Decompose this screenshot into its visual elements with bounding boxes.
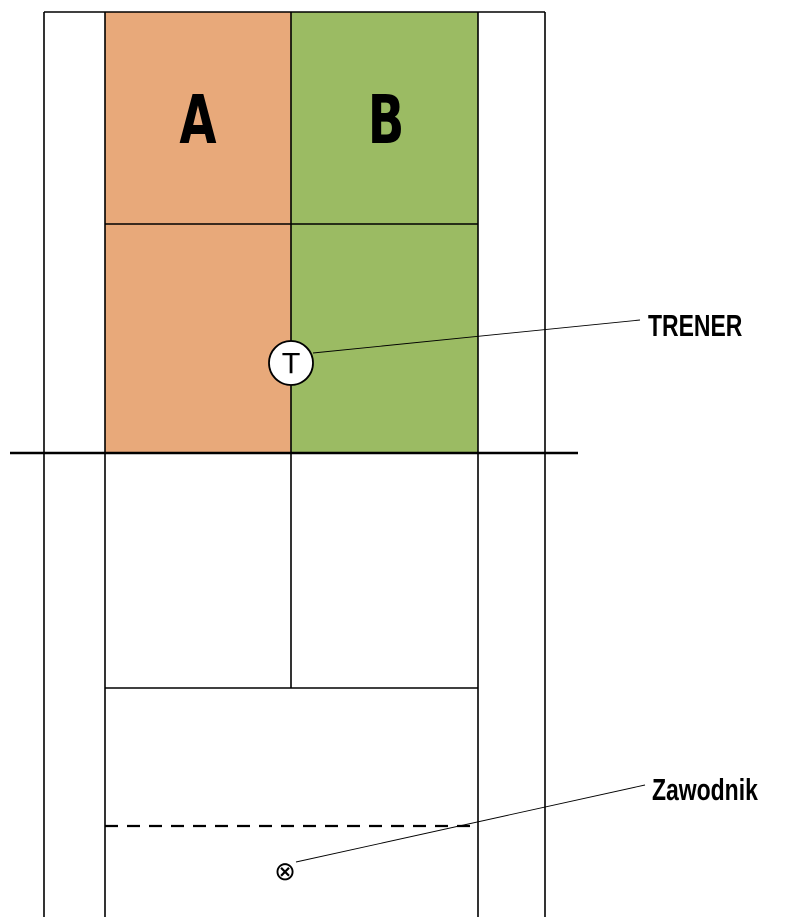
zone-b	[291, 12, 478, 453]
player-label: Zawodnik	[652, 772, 759, 807]
court-lines	[43, 11, 546, 917]
coach-marker: T	[268, 340, 314, 386]
player-symbol: ⊗	[274, 857, 296, 887]
coach-circle	[268, 340, 314, 386]
zone-b-label: B	[368, 81, 405, 159]
coach-symbol: T	[281, 347, 300, 380]
coach-callout-line	[312, 319, 641, 354]
zone-a	[105, 12, 291, 453]
player-callout-line	[295, 784, 646, 863]
zone-a-label: A	[179, 81, 216, 159]
coach-label: TRENER	[648, 308, 743, 343]
